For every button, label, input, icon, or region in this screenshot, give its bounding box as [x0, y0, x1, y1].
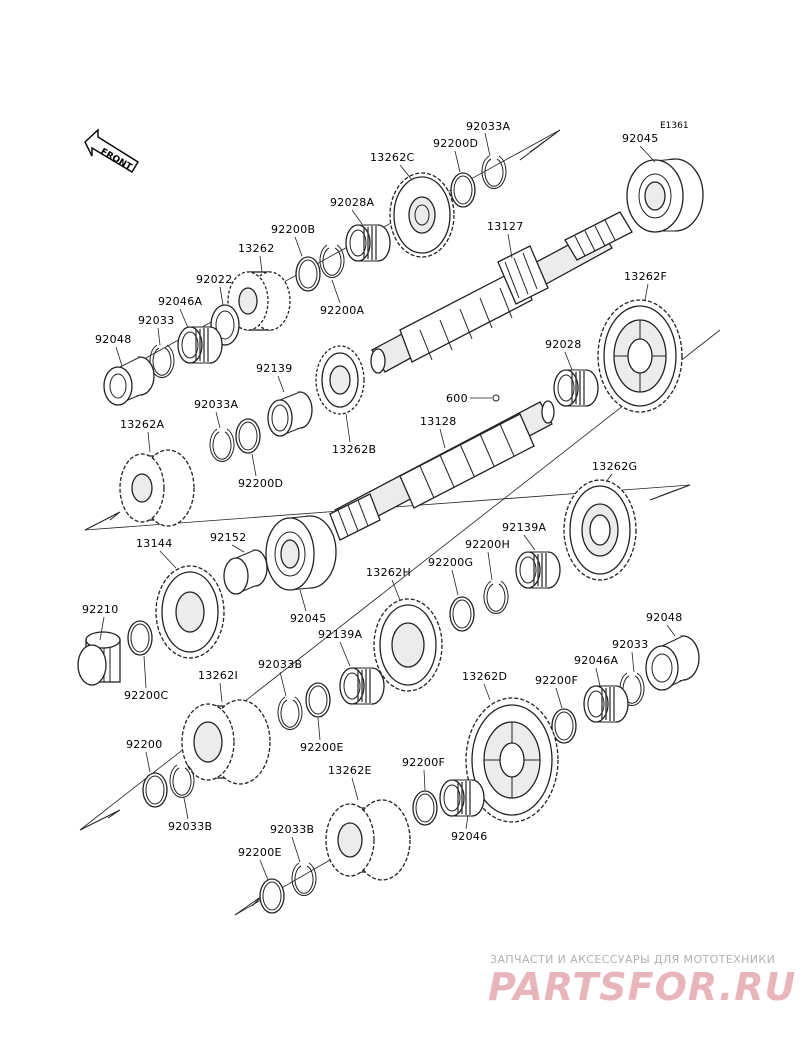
label-13144: 13144 — [136, 537, 173, 550]
needle-bearing-92028 — [553, 369, 599, 407]
label-92046: 92046 — [451, 830, 488, 843]
part-labels: 92033A 92045 92200D 13262C 92028A 92200B… — [82, 120, 683, 859]
needle-bearing-92046A-top — [177, 326, 223, 364]
label-92045-top: 92045 — [622, 132, 659, 145]
label-92048-bottom: 92048 — [646, 611, 683, 624]
circlip-92033A-mid — [209, 428, 235, 462]
label-92139: 92139 — [256, 362, 293, 375]
collar-92048-top — [103, 356, 155, 406]
label-13262D: 13262D — [462, 670, 507, 683]
gear-13262C — [389, 172, 455, 258]
label-13262A: 13262A — [120, 418, 164, 431]
label-92200G: 92200G — [428, 556, 473, 569]
label-13262F: 13262F — [624, 270, 667, 283]
label-92033B-mid: 92033B — [258, 658, 302, 671]
label-92046A-bottom: 92046A — [574, 654, 618, 667]
gear-13262E — [325, 799, 411, 881]
washer-92200F-bottom — [412, 790, 438, 826]
label-13262B: 13262B — [332, 443, 376, 456]
washer-92200D-top — [450, 172, 476, 208]
circlip-92033B-mid — [277, 696, 303, 730]
label-92033A-top: 92033A — [466, 120, 510, 133]
sleeve-92210 — [77, 631, 121, 686]
label-13262E: 13262E — [328, 764, 372, 777]
label-92200: 92200 — [126, 738, 163, 751]
collar-92048-bottom — [645, 635, 700, 691]
label-92200F-bottom: 92200F — [402, 756, 445, 769]
needle-bearing-92046A-bottom — [583, 685, 629, 723]
label-92033B-left: 92033B — [168, 820, 212, 833]
circlip-92033B-bottom — [291, 862, 317, 896]
label-92152: 92152 — [210, 531, 247, 544]
label-92048-top: 92048 — [95, 333, 132, 346]
gear-13262G — [563, 479, 637, 581]
label-92210: 92210 — [82, 603, 119, 616]
label-92200D-top: 92200D — [433, 137, 478, 150]
needle-bearing-92046 — [439, 779, 485, 817]
label-92033-top: 92033 — [138, 314, 175, 327]
washer-92200D-mid — [235, 418, 261, 454]
label-13262H: 13262H — [366, 566, 411, 579]
circlip-92033A-top — [481, 155, 507, 189]
part-600-marker — [492, 394, 500, 402]
washer-92200C — [127, 620, 153, 656]
label-92139A-mid: 92139A — [318, 628, 362, 641]
collar-92152 — [223, 549, 268, 595]
label-92045-mid: 92045 — [290, 612, 327, 625]
washer-92200E-mid — [305, 682, 331, 718]
gear-13262I — [181, 699, 271, 785]
gear-13262F — [597, 299, 683, 413]
diagram-code: E1361 — [660, 121, 689, 131]
label-13262G: 13262G — [592, 460, 637, 473]
label-92200E-bottom: 92200E — [238, 846, 282, 859]
needle-bearing-92139A-right — [515, 551, 561, 589]
needle-bearing-92028A — [345, 224, 391, 262]
label-13128: 13128 — [420, 415, 457, 428]
label-92033-bottom: 92033 — [612, 638, 649, 651]
label-13262C: 13262C — [370, 151, 414, 164]
watermark-brand: PARTSFOR.RU — [488, 965, 796, 1009]
circlip-92200A — [319, 244, 345, 278]
washer-92200E-bottom — [259, 878, 285, 914]
bearing-92045-top — [626, 158, 704, 233]
shaft-13128 — [329, 400, 555, 541]
gear-13262A — [119, 449, 195, 527]
washer-92200 — [142, 772, 168, 808]
label-92028A: 92028A — [330, 196, 374, 209]
label-92139A-right: 92139A — [502, 521, 546, 534]
needle-bearing-92139A-mid — [339, 667, 385, 705]
gear-13262B — [315, 345, 365, 415]
label-92200H: 92200H — [465, 538, 510, 551]
label-92200F-right: 92200F — [535, 674, 578, 687]
leader-lines — [99, 132, 676, 881]
bearing-92045-mid — [265, 515, 337, 591]
gear-13262D — [465, 697, 559, 823]
label-92022: 92022 — [196, 273, 233, 286]
gear-13262H — [373, 598, 443, 692]
label-92028: 92028 — [545, 338, 582, 351]
bush-92139 — [267, 391, 313, 437]
circlip-92200H — [483, 580, 509, 614]
label-600: 600 — [446, 392, 468, 405]
gear-13144 — [155, 565, 225, 659]
washer-92200G — [449, 596, 475, 632]
label-92046A-top: 92046A — [158, 295, 202, 308]
label-92200B: 92200B — [271, 223, 315, 236]
watermark-tagline: ЗАПЧАСТИ И АКСЕССУАРЫ ДЛЯ МОТОТЕХНИКИ — [490, 953, 775, 966]
label-92200D-mid: 92200D — [238, 477, 283, 490]
label-92033B-bottom: 92033B — [270, 823, 314, 836]
label-13262: 13262 — [238, 242, 275, 255]
washer-92200B — [295, 256, 321, 292]
watermark: ЗАПЧАСТИ И АКСЕССУАРЫ ДЛЯ МОТОТЕХНИКИ PA… — [488, 953, 796, 1009]
label-92200E-mid: 92200E — [300, 741, 344, 754]
label-13262I: 13262I — [198, 669, 238, 682]
shaft-13127 — [370, 211, 633, 374]
label-92200A: 92200A — [320, 304, 364, 317]
front-arrow-icon: FRONT — [84, 128, 139, 173]
label-13127: 13127 — [487, 220, 524, 233]
label-92200C: 92200C — [124, 689, 168, 702]
label-92033A-mid: 92033A — [194, 398, 238, 411]
